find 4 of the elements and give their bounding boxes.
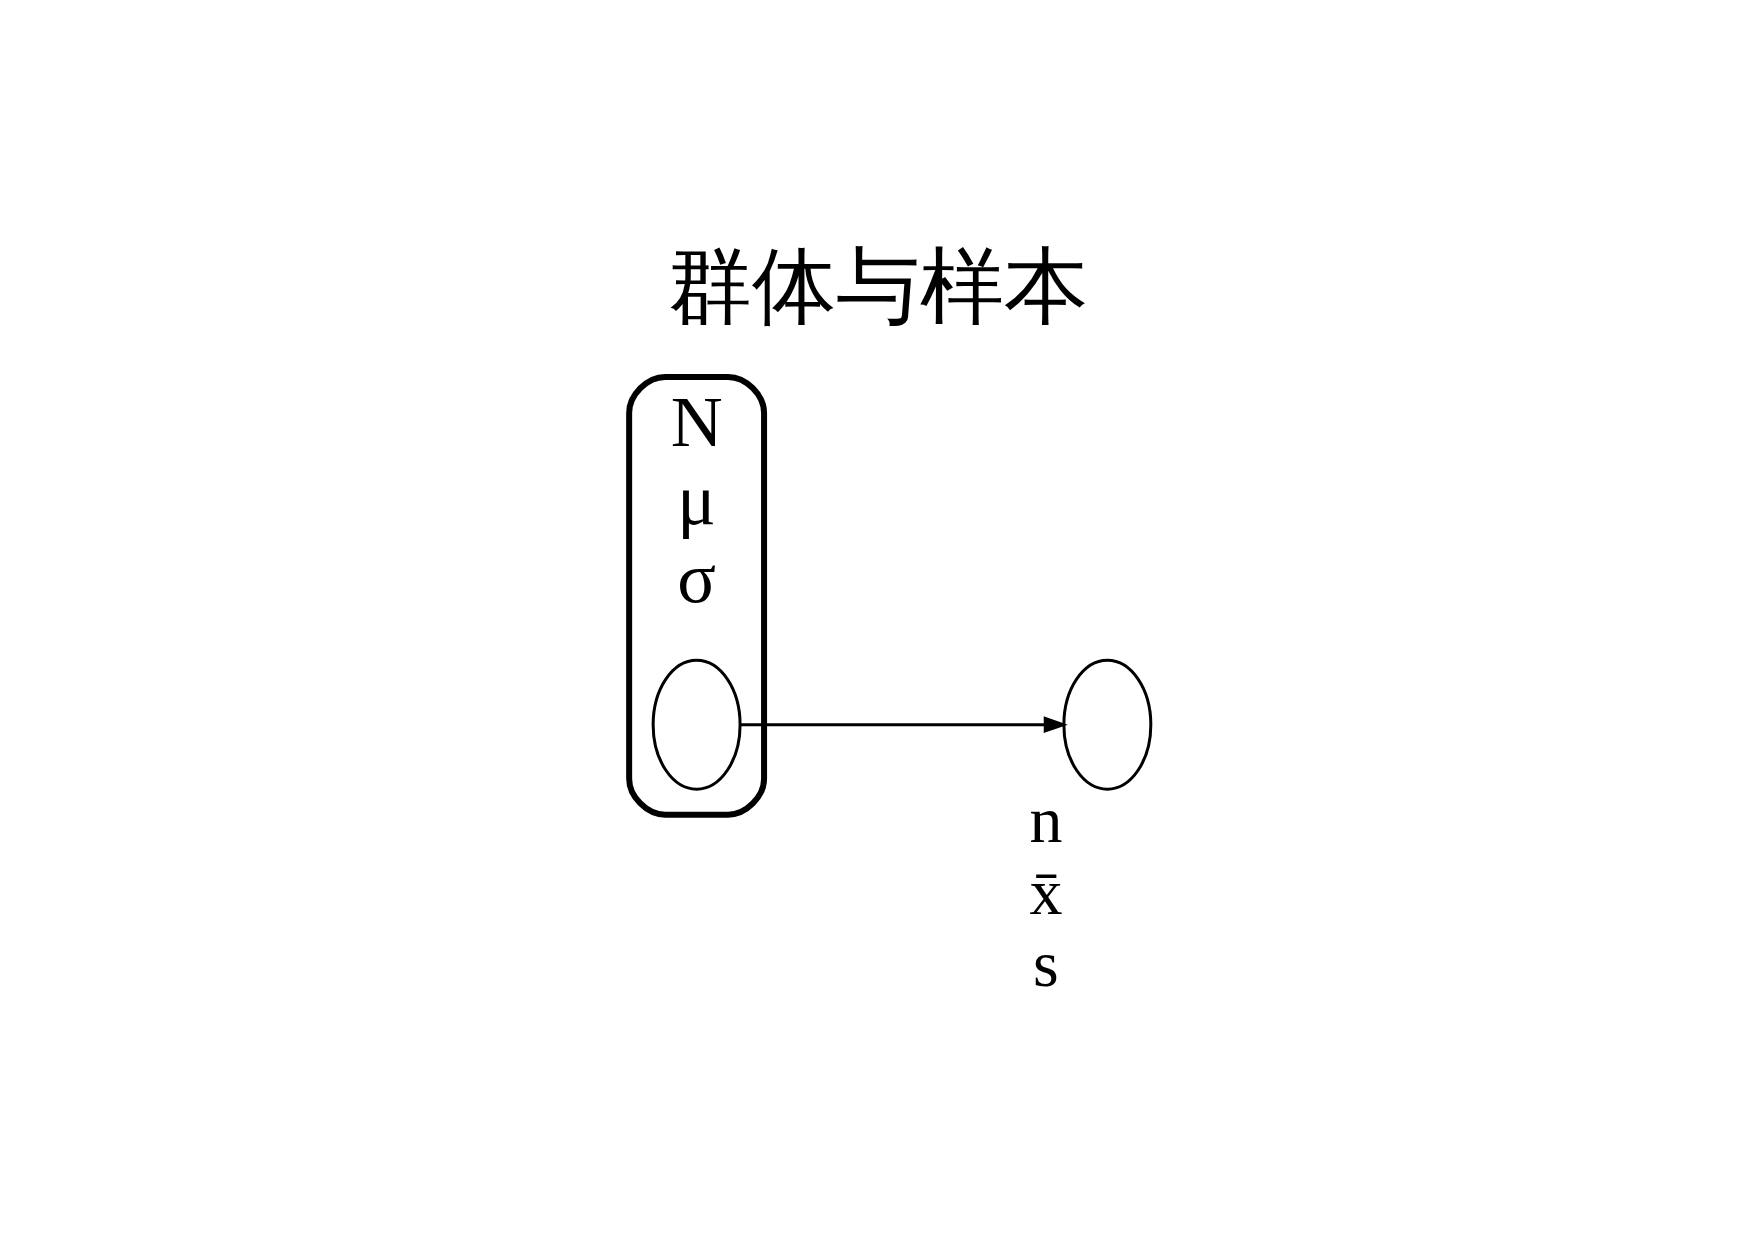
node-label: x̄ bbox=[1028, 854, 1062, 928]
node-label: s bbox=[1032, 926, 1059, 1000]
diagram-title: 群体与样本 bbox=[667, 240, 1088, 334]
node-label: n bbox=[1028, 782, 1062, 856]
